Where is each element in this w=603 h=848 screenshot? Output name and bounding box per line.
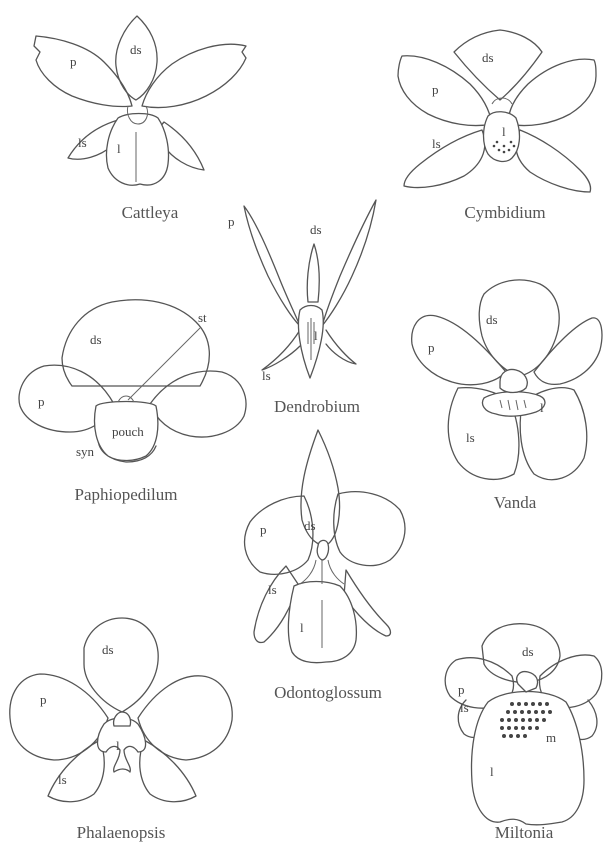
right-petal [334,492,405,566]
callus [300,560,344,584]
label-p: p [38,394,45,409]
label-m: m [546,730,556,745]
right-petal [142,44,246,107]
label-ds: ds [130,42,142,57]
label-p: p [228,214,235,229]
right-petal [508,59,596,125]
label-l: l [116,738,120,753]
label-p: p [260,522,267,537]
flower-name: Dendrobium [274,397,360,416]
label-st: st [198,310,207,325]
flower-miltonia: ds p ls m l Miltonia [445,624,602,842]
left-lateral-sepal [404,130,485,188]
label-p: p [428,340,435,355]
left-petal [398,56,492,126]
column [500,370,527,393]
left-lateral-sepal [262,330,300,370]
left-petal [10,674,108,760]
dorsal-sepal [307,244,319,302]
label-ls: ls [466,430,475,445]
flower-dendrobium: p ds ls l Dendrobium [228,200,376,416]
flower-name: Paphiopedilum [75,485,178,504]
flower-vanda: ds p l ls Vanda [412,280,602,512]
label-ds: ds [522,644,534,659]
label-pouch: pouch [112,424,144,439]
right-petal [322,200,376,326]
flower-phalaenopsis: ds p l ls Phalaenopsis [10,618,232,842]
column [317,540,328,560]
flower-name: Phalaenopsis [77,823,166,842]
right-petal [138,676,232,760]
dorsal-sepal [479,280,559,376]
label-p: p [40,692,47,707]
right-lateral-sepal [516,130,591,192]
label-ds: ds [304,518,316,533]
label-p: p [432,82,439,97]
label-l: l [502,124,506,139]
flower-name: Cattleya [122,203,179,222]
label-l: l [314,328,318,343]
label-ds: ds [486,312,498,327]
flower-name: Miltonia [495,823,554,842]
label-syn: syn [76,444,95,459]
left-petal [245,496,313,574]
label-ds: ds [482,50,494,65]
label-ls: ls [268,582,277,597]
label-ls: ls [58,772,67,787]
flower-odontoglossum: ds p ls l Odontoglossum [245,430,405,702]
right-petal [150,371,246,437]
label-ds: ds [90,332,102,347]
label-ls: ls [78,135,87,150]
right-lateral-sepal [326,330,356,364]
label-l: l [490,764,494,779]
right-petal [534,318,602,385]
label-ds: ds [310,222,322,237]
left-petal [244,206,300,326]
label-l: l [540,400,544,415]
label-l: l [117,141,121,156]
label-ls: ls [262,368,271,383]
label-p: p [458,682,465,697]
column [114,712,131,726]
flower-paphiopedilum: ds p st pouch syn Paphiopedilum [19,300,246,504]
dorsal-sepal [454,30,542,100]
flower-name: Odontoglossum [274,683,382,702]
dorsal-sepal [84,618,158,712]
label-ds: ds [102,642,114,657]
label-l: l [300,620,304,635]
flower-name: Vanda [494,493,537,512]
label-p: p [70,54,77,69]
column [517,672,538,692]
label-ls: ls [460,700,469,715]
right-lateral-sepal [140,740,196,802]
left-lateral-sepal [48,740,104,802]
lip [483,392,545,416]
flower-name: Cymbidium [464,203,545,222]
label-ls: ls [432,136,441,151]
flower-cymbidium: ds p ls l Cymbidium [398,30,596,222]
flower-cattleya: ds p ls l Cattleya [34,16,246,222]
